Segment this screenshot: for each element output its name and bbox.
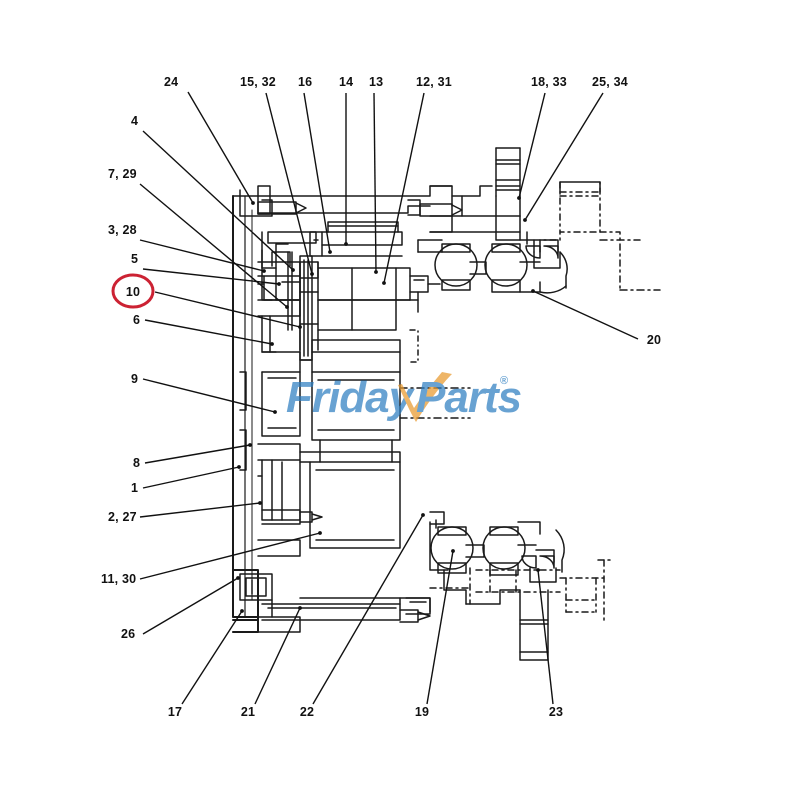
callout-pointer-dot-15-32	[310, 272, 314, 276]
callout-leader-line-10	[154, 291, 301, 328]
callout-label-10[interactable]: 10	[126, 285, 140, 299]
callout-label-17[interactable]: 17	[168, 705, 182, 719]
callout-pointer-dot-13	[374, 270, 378, 274]
callout-leader-line-11-30	[139, 532, 321, 580]
callout-label-19[interactable]: 19	[415, 705, 429, 719]
callout-label-12-31[interactable]: 12, 31	[416, 75, 452, 89]
callout-label-24[interactable]: 24	[164, 75, 178, 89]
callout-label-16[interactable]: 16	[298, 75, 312, 89]
callout-pointer-dot-25-34	[523, 218, 527, 222]
callout-pointer-dot-22	[421, 513, 425, 517]
callout-label-7-29[interactable]: 7, 29	[108, 167, 137, 181]
callout-label-5[interactable]: 5	[131, 252, 138, 266]
callout-pointer-dot-10	[298, 325, 302, 329]
callout-leader-line-12-31	[383, 92, 425, 284]
callout-label-26[interactable]: 26	[121, 627, 135, 641]
callout-leader-line-15-32	[265, 92, 313, 275]
callout-leader-line-9	[142, 378, 276, 413]
highlight-circle-item-10	[111, 273, 155, 309]
callout-leader-line-8	[144, 444, 251, 464]
callout-label-22[interactable]: 22	[300, 705, 314, 719]
callout-pointer-dot-24	[251, 201, 255, 205]
callout-leader-line-18-33	[518, 92, 546, 199]
callout-pointer-dot-18-33	[517, 196, 521, 200]
callout-label-2-27[interactable]: 2, 27	[108, 510, 137, 524]
callout-label-11-30[interactable]: 11, 30	[101, 572, 136, 586]
callout-label-18-33[interactable]: 18, 33	[531, 75, 567, 89]
callout-pointer-dot-14	[344, 242, 348, 246]
callout-pointer-dot-11-30	[318, 531, 322, 535]
callout-leader-line-6	[144, 319, 273, 345]
callout-label-6[interactable]: 6	[133, 313, 140, 327]
callout-label-8[interactable]: 8	[133, 456, 140, 470]
callout-pointer-dot-8	[248, 443, 252, 447]
callout-leader-line-16	[303, 92, 331, 253]
callout-leader-line-13	[373, 92, 377, 273]
callout-pointer-dot-26	[236, 576, 240, 580]
callout-leader-line-24	[187, 91, 254, 204]
callout-label-3-28[interactable]: 3, 28	[108, 223, 137, 237]
callout-label-1[interactable]: 1	[131, 481, 138, 495]
callout-leader-line-22	[312, 514, 424, 705]
callout-label-20[interactable]: 20	[647, 333, 661, 347]
callout-leader-line-3-28	[139, 239, 265, 272]
callout-label-21[interactable]: 21	[241, 705, 255, 719]
callout-pointer-dot-23	[536, 568, 540, 572]
callout-leader-line-19	[426, 550, 454, 705]
watermark-text-friday: Friday	[286, 373, 416, 422]
callout-leader-line-26	[142, 577, 239, 635]
callout-pointer-dot-3-28	[262, 269, 266, 273]
callout-pointer-dot-2-27	[258, 501, 262, 505]
callout-pointer-dot-4	[291, 268, 295, 272]
callout-pointer-dot-6	[270, 342, 274, 346]
callout-leader-line-21	[254, 607, 301, 705]
callout-pointer-dot-21	[298, 606, 302, 610]
callout-pointer-dot-9	[273, 410, 277, 414]
callout-leader-line-2-27	[139, 502, 261, 518]
callout-leader-line-1	[142, 466, 240, 489]
callout-label-9[interactable]: 9	[131, 372, 138, 386]
callout-pointer-dot-12-31	[382, 281, 386, 285]
watermark-check-accent	[398, 372, 452, 422]
callout-pointer-dot-17	[240, 609, 244, 613]
callout-leader-line-4	[142, 130, 294, 271]
callout-pointer-dot-5	[277, 282, 281, 286]
callout-pointer-dot-16	[328, 250, 332, 254]
watermark-registered-mark: ®	[500, 375, 508, 387]
callout-label-25-34[interactable]: 25, 34	[592, 75, 628, 89]
watermark-fridayparts: Friday Parts ®	[286, 372, 522, 422]
callout-leader-line-25-34	[524, 92, 604, 221]
callout-layer	[139, 91, 639, 705]
callout-pointer-dot-20	[531, 289, 535, 293]
callout-leader-line-5	[142, 268, 280, 285]
callout-pointer-dot-19	[451, 549, 455, 553]
callout-leader-line-7-29	[139, 183, 288, 308]
callout-leader-line-23	[537, 569, 554, 705]
callout-leader-line-20	[532, 290, 639, 340]
callout-label-13[interactable]: 13	[369, 75, 383, 89]
callout-leader-line-17	[181, 610, 243, 705]
callout-label-23[interactable]: 23	[549, 705, 563, 719]
watermark-text-parts: Parts	[416, 373, 521, 422]
callout-pointer-dot-1	[237, 465, 241, 469]
callout-label-14[interactable]: 14	[339, 75, 353, 89]
callout-label-15-32[interactable]: 15, 32	[240, 75, 276, 89]
callout-label-4[interactable]: 4	[131, 114, 138, 128]
callout-pointer-dot-7-29	[285, 305, 289, 309]
